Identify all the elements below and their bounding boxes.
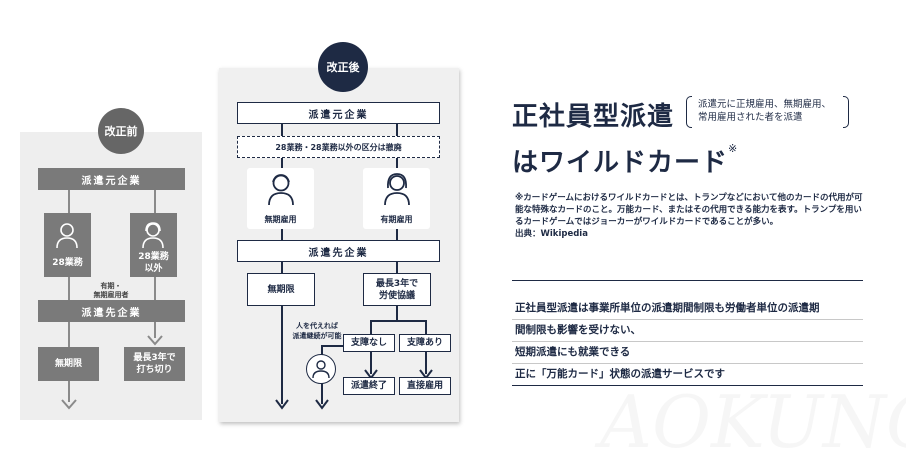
summary-bottom-rule	[512, 385, 863, 386]
after-replace-note: 人を代えれば 派遣継続が可能	[292, 322, 342, 340]
before-dispatch-origin: 派遣元企業	[38, 168, 185, 190]
after-no-obstacle-box: 支障なし	[343, 334, 395, 352]
title-line-2-text: はワイルドカード	[512, 148, 729, 178]
after-replace-arrow-icon	[315, 399, 329, 410]
after-left-arrow-icon	[275, 399, 289, 410]
person-icon	[56, 223, 78, 249]
after-line	[425, 320, 427, 334]
after-line	[370, 320, 372, 334]
after-line	[370, 352, 372, 374]
after-line	[281, 158, 283, 168]
after-card-permanent: 無期雇用	[247, 168, 314, 229]
footnote: ※カードゲームにおけるワイルドカードとは、トランプなどにおいて他のカードの代用が…	[515, 193, 863, 239]
person-female-icon	[384, 173, 410, 206]
after-unlimited-box: 無期限	[247, 273, 315, 306]
before-employee-note: 有期・ 無期雇用者	[93, 282, 129, 299]
after-line	[281, 124, 283, 138]
title-note: 派遣元に正規雇用、無期雇用、 常用雇用された者を派遣	[698, 99, 832, 123]
after-abolished-note: 28業務・28業務以外の区分は撤廃	[237, 136, 440, 158]
summary-line-4: 正に「万能カード」状態の派遣サービスです	[515, 368, 725, 380]
after-card-fixed-term-label: 有期雇用	[380, 215, 413, 224]
before-card-28: 28業務	[44, 213, 91, 277]
summary-line-2: 間制限も影響を受けない、	[515, 324, 641, 336]
before-max3-box: 最長3年で 打ち切り	[124, 347, 185, 381]
after-card-permanent-label: 無期雇用	[264, 215, 297, 224]
after-left-main-line	[281, 262, 283, 404]
after-line	[396, 158, 398, 168]
after-dispatch-dest: 派遣先企業	[237, 240, 440, 262]
after-replacement-worker	[306, 354, 336, 384]
after-line	[396, 306, 398, 320]
before-dispatch-dest: 派遣先企業	[38, 300, 185, 322]
before-badge: 改正前	[98, 108, 144, 154]
person-female-icon	[142, 222, 164, 249]
after-line	[281, 229, 283, 241]
after-badge: 改正後	[318, 42, 368, 92]
after-replace-line	[321, 382, 323, 404]
after-obstacle-box: 支障あり	[399, 334, 451, 352]
before-card-28-label: 28業務	[52, 258, 83, 268]
after-line	[396, 124, 398, 138]
after-direct-hire-box: 直接雇用	[399, 377, 451, 395]
background-watermark: AOKUNO	[600, 380, 906, 464]
before-card-non28-label: 28業務以外	[138, 252, 169, 274]
title-note-bracket-left	[686, 96, 692, 128]
title-asterisk: ※	[728, 142, 739, 155]
summary-line-1: 正社員型派遣は事業所単位の派遣期間制限も労働者単位の派遣期	[515, 302, 820, 314]
before-right-arrow-icon	[147, 335, 163, 346]
before-card-non28: 28業務以外	[130, 213, 177, 277]
after-replace-line	[321, 345, 323, 356]
before-unlimited-box: 無期限	[38, 347, 99, 381]
before-left-line	[68, 190, 70, 402]
after-line	[396, 229, 398, 241]
person-icon	[312, 360, 330, 379]
after-max3-box: 最長3年で 労使協議	[363, 273, 431, 306]
after-line	[396, 262, 398, 274]
person-male-icon	[268, 174, 294, 206]
summary-rule	[512, 341, 863, 342]
after-card-fixed-term: 有期雇用	[363, 168, 430, 229]
divider	[512, 280, 863, 281]
before-left-arrow-icon	[61, 399, 77, 410]
title-line-2: はワイルドカード※	[512, 142, 738, 179]
after-end-box: 派遣終了	[343, 377, 395, 395]
title-note-bracket-right	[843, 96, 849, 128]
title-line-1: 正社員型派遣	[512, 102, 675, 132]
summary-rule	[512, 319, 863, 320]
summary-rule	[512, 363, 863, 364]
summary-line-3: 短期派遣にも就業できる	[515, 346, 631, 358]
after-dispatch-origin: 派遣元企業	[237, 102, 440, 124]
after-line	[425, 352, 427, 374]
after-branch-line	[370, 320, 426, 322]
